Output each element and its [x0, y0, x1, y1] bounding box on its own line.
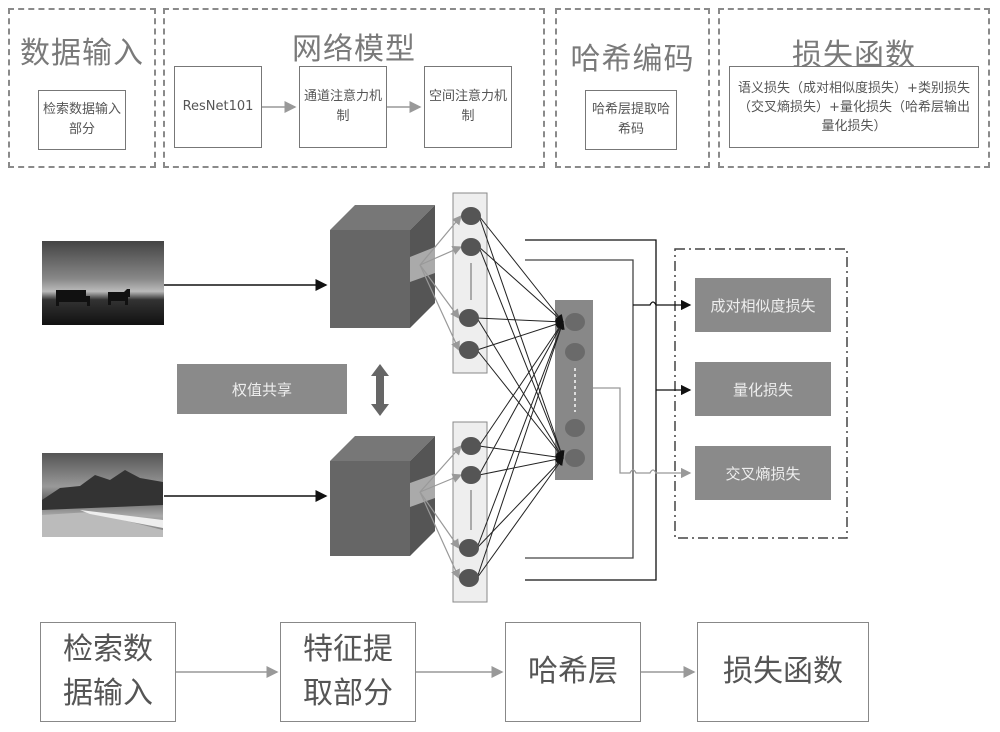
section-data-input: 数据输入 检索数据输入部分	[8, 8, 156, 168]
feature-cube-bottom	[330, 436, 435, 556]
connection-line	[478, 321, 564, 447]
section-hash-coding: 哈希编码 哈希层提取哈希码	[555, 8, 710, 168]
input-image-buildings	[42, 453, 163, 537]
loss-dashbox	[674, 248, 848, 539]
resnet101-box: ResNet101	[174, 66, 262, 148]
neuron-node	[459, 539, 479, 557]
feature-arrow	[419, 491, 460, 580]
loss-quantization: 量化损失	[695, 362, 831, 416]
flow-loss-function: 损失函数	[697, 622, 869, 722]
hash-node	[565, 449, 585, 467]
flow-hash-layer: 哈希层	[505, 622, 641, 722]
double-arrow-icon	[371, 364, 389, 416]
feature-arrow	[419, 445, 462, 493]
neuron-node	[461, 437, 481, 455]
loss-cross-entropy: 交叉熵损失	[695, 446, 831, 500]
loss-pairwise-similarity: 成对相似度损失	[695, 278, 831, 332]
connection-line	[476, 457, 564, 549]
flow-feature-extraction: 特征提取部分	[280, 622, 416, 722]
connection-line	[476, 321, 565, 579]
retrieval-data-input-box: 检索数据输入部分	[38, 90, 126, 150]
connection-line	[478, 246, 564, 323]
feature-arrow	[419, 215, 462, 266]
hash-node	[565, 419, 585, 437]
feature-arrow	[419, 491, 460, 549]
neuron-node	[459, 341, 479, 359]
hash-layer-extract-box: 哈希层提取哈希码	[585, 90, 677, 150]
connection-line	[478, 246, 565, 459]
neuron-node	[461, 207, 481, 225]
loss-formula-box: 语义损失（成对相似度损失）+类别损失（交叉熵损失）+量化损失（哈希层输出量化损失…	[729, 66, 979, 148]
connection-line	[476, 317, 564, 459]
connection-line	[478, 445, 564, 461]
connection-line	[478, 455, 564, 476]
section-title: 哈希编码	[570, 42, 695, 77]
channel-attention-box: 通道注意力机制	[299, 66, 387, 148]
hash-node	[565, 313, 585, 331]
feature-arrow	[419, 473, 463, 493]
neuron-node	[461, 238, 481, 256]
weight-share-box: 权值共享	[177, 364, 347, 414]
connection-line	[478, 321, 564, 476]
hash-node	[565, 343, 585, 361]
feature-arrow	[419, 264, 460, 319]
connection-line	[476, 321, 565, 549]
connection-line	[478, 215, 564, 323]
section-title: 数据输入	[20, 36, 144, 71]
feature-arrow	[419, 245, 463, 266]
section-title: 网络模型	[292, 32, 416, 67]
neuron-node	[459, 569, 479, 587]
neuron-node	[461, 466, 481, 484]
section-loss-function: 损失函数 语义损失（成对相似度损失）+类别损失（交叉熵损失）+量化损失（哈希层输…	[718, 8, 990, 168]
feature-cube-top	[330, 205, 435, 328]
connection-line	[476, 457, 564, 579]
feature-arrow	[419, 264, 460, 352]
spatial-attention-box: 空间注意力机制	[424, 66, 512, 148]
connection-line	[476, 317, 564, 326]
connection-line	[478, 215, 565, 459]
input-image-cattle	[42, 241, 164, 325]
flow-retrieval-input: 检索数据输入	[40, 622, 176, 722]
section-network-model: 网络模型 ResNet101 通道注意力机制 空间注意力机制	[163, 8, 545, 168]
connection-line	[476, 349, 564, 459]
connection-line	[476, 320, 564, 351]
neuron-node	[459, 309, 479, 327]
